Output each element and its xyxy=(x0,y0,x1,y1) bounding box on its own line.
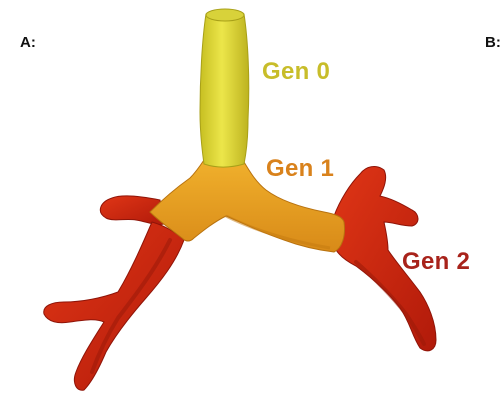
panel-b-label: B: xyxy=(485,34,500,51)
trachea-shape xyxy=(200,10,249,168)
trachea-top-opening xyxy=(206,9,244,21)
gen0-label: Gen 0 xyxy=(262,58,330,86)
gen0-trachea xyxy=(200,9,249,167)
panel-a-label: A: xyxy=(20,34,36,51)
gen2-left-branches xyxy=(44,196,184,390)
gen2-label: Gen 2 xyxy=(402,248,470,276)
gen1-label: Gen 1 xyxy=(266,155,334,183)
gen2-left-main-branch xyxy=(44,222,184,390)
